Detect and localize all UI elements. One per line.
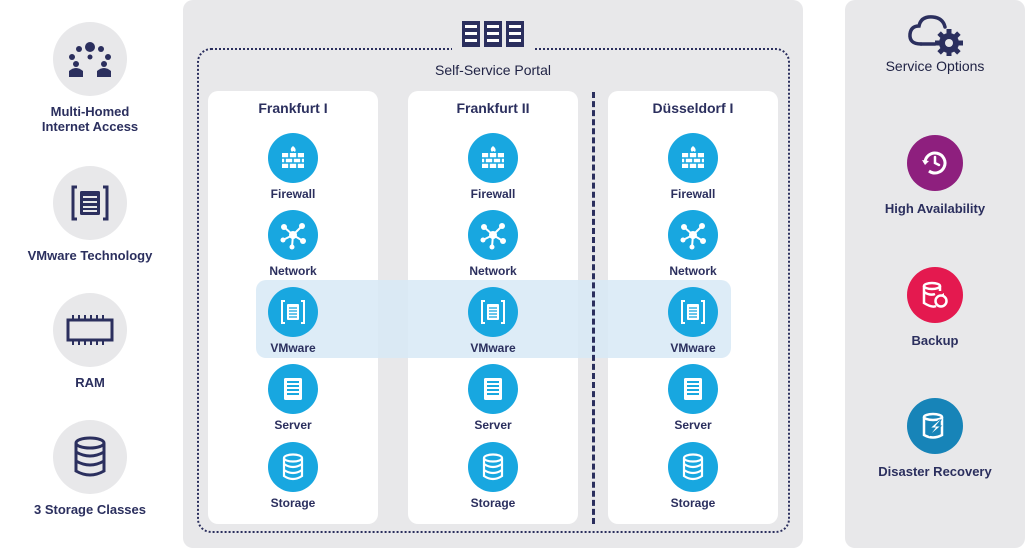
feature-multi-homed: Multi-Homed Internet Access [10, 22, 170, 134]
component-label: Network [469, 264, 517, 278]
network-people-icon [53, 22, 127, 96]
component-label: VMware [470, 341, 516, 355]
feature-label: Multi-Homed Internet Access [41, 104, 139, 134]
component-label: Storage [270, 496, 316, 510]
component-label: Storage [470, 496, 516, 510]
option-label: Backup [911, 333, 959, 348]
feature-vmware: VMware Technology [10, 166, 170, 263]
component-server: Server [243, 364, 343, 432]
option-backup: Backup [845, 267, 1025, 348]
component-storage: Storage [443, 442, 543, 510]
storage-icon [468, 442, 518, 492]
clock-refresh-icon [907, 135, 963, 191]
component-server: Server [643, 364, 743, 432]
feature-label: RAM [75, 375, 105, 390]
storage-icon [668, 442, 718, 492]
component-storage: Storage [243, 442, 343, 510]
option-high-availability: High Availability [845, 135, 1025, 216]
database-restore-icon [907, 267, 963, 323]
component-firewall: Firewall [243, 133, 343, 201]
vmware-icon [668, 287, 718, 337]
site-name: Düsseldorf I [652, 100, 734, 116]
component-network: Network [443, 210, 543, 278]
component-firewall: Firewall [643, 133, 743, 201]
component-label: Firewall [670, 187, 716, 201]
component-label: Server [474, 418, 512, 432]
service-options-title: Service Options [885, 58, 985, 74]
vmware-icon [468, 287, 518, 337]
component-vmware: VMware [443, 287, 543, 355]
component-label: Server [674, 418, 712, 432]
cloud-gear-icon [905, 12, 965, 57]
component-label: VMware [270, 341, 316, 355]
network-icon [468, 210, 518, 260]
vmware-icon [53, 166, 127, 240]
database-icon [53, 420, 127, 494]
component-label: Network [269, 264, 317, 278]
component-label: Firewall [270, 187, 316, 201]
component-label: Storage [670, 496, 716, 510]
network-icon [668, 210, 718, 260]
portal-title: Self-Service Portal [435, 62, 551, 78]
server-rack-icon [452, 14, 534, 56]
site-divider [592, 92, 595, 524]
component-network: Network [243, 210, 343, 278]
feature-ram: RAM [10, 293, 170, 390]
component-label: Server [274, 418, 312, 432]
component-vmware: VMware [643, 287, 743, 355]
option-label: Disaster Recovery [878, 464, 992, 479]
ram-chip-icon [53, 293, 127, 367]
server-icon [668, 364, 718, 414]
firewall-icon [268, 133, 318, 183]
component-network: Network [643, 210, 743, 278]
network-icon [268, 210, 318, 260]
component-firewall: Firewall [443, 133, 543, 201]
component-label: Network [669, 264, 717, 278]
database-lightning-icon [907, 398, 963, 454]
option-disaster-recovery: Disaster Recovery [845, 398, 1025, 479]
site-name: Frankfurt I [258, 100, 328, 116]
vmware-icon [268, 287, 318, 337]
firewall-icon [468, 133, 518, 183]
server-icon [268, 364, 318, 414]
component-vmware: VMware [243, 287, 343, 355]
option-label: High Availability [884, 201, 986, 216]
component-server: Server [443, 364, 543, 432]
server-icon [468, 364, 518, 414]
component-label: VMware [670, 341, 716, 355]
storage-icon [268, 442, 318, 492]
firewall-icon [668, 133, 718, 183]
feature-storage-classes: 3 Storage Classes [10, 420, 170, 517]
component-storage: Storage [643, 442, 743, 510]
feature-label: 3 Storage Classes [33, 502, 146, 517]
site-name: Frankfurt II [456, 100, 530, 116]
component-label: Firewall [470, 187, 516, 201]
feature-label: VMware Technology [27, 248, 153, 263]
